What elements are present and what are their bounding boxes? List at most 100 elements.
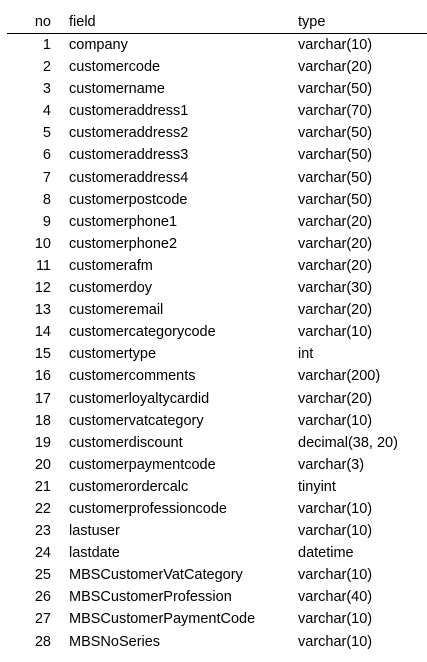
table-row: 5 customeraddress2 varchar(50) <box>7 122 427 144</box>
cell-no: 20 <box>34 456 51 473</box>
cell-no: 4 <box>42 103 51 120</box>
cell-field: MBSCustomerProfession <box>69 589 232 606</box>
cell-no: 28 <box>34 633 51 650</box>
cell-type: varchar(50) <box>298 169 373 186</box>
table-body: 1 company varchar(10) 2 customercode varchar(… <box>7 34 427 653</box>
cell-type: int <box>298 346 314 363</box>
cell-type: varchar(10) <box>298 523 373 540</box>
cell-type: varchar(10) <box>298 324 373 341</box>
cell-no: 9 <box>42 213 51 230</box>
cell-no: 6 <box>42 147 51 164</box>
column-header-type: type <box>298 11 427 34</box>
cell-type: varchar(10) <box>298 37 373 53</box>
cell-field: customerprofessioncode <box>69 500 227 517</box>
cell-field: MBSNoSeries <box>69 633 161 650</box>
cell-no: 14 <box>34 324 51 341</box>
cell-no: 16 <box>34 368 51 385</box>
cell-no: 27 <box>34 611 51 628</box>
cell-no: 1 <box>42 37 51 53</box>
cell-no: 13 <box>34 302 51 319</box>
cell-field: customerpostcode <box>69 191 188 208</box>
cell-no: 24 <box>34 545 51 562</box>
cell-no: 25 <box>34 567 51 584</box>
cell-field: MBSCustomerPaymentCode <box>69 611 256 628</box>
cell-no: 10 <box>34 235 51 252</box>
table-row: 13 customeremail varchar(20) <box>7 299 427 321</box>
table-row: 3 customername varchar(50) <box>7 78 427 100</box>
cell-no: 19 <box>34 434 51 451</box>
cell-type: varchar(20) <box>298 302 373 319</box>
cell-no: 3 <box>42 81 51 98</box>
cell-no: 15 <box>34 346 51 363</box>
cell-type: varchar(10) <box>298 567 373 584</box>
cell-field: customeremail <box>69 302 164 319</box>
cell-field: customerdoy <box>69 280 153 297</box>
cell-type: varchar(50) <box>298 191 373 208</box>
cell-type: varchar(200) <box>298 368 381 385</box>
cell-type: varchar(10) <box>298 500 373 517</box>
table-row: 14 customercategorycode varchar(10) <box>7 321 427 343</box>
table-row: 11 customerafm varchar(20) <box>7 255 427 277</box>
cell-no: 18 <box>34 412 51 429</box>
table-row: 21 customerordercalc tinyint <box>7 476 427 498</box>
cell-no: 23 <box>34 523 51 540</box>
column-header-no: no <box>7 11 51 34</box>
cell-no: 21 <box>34 478 51 495</box>
table-row: 9 customerphone1 varchar(20) <box>7 211 427 233</box>
cell-field: customercomments <box>69 368 196 385</box>
table-row: 6 customeraddress3 varchar(50) <box>7 144 427 166</box>
cell-no: 7 <box>42 169 51 186</box>
cell-field: customerordercalc <box>69 478 189 495</box>
cell-field: customeraddress2 <box>69 125 189 142</box>
cell-field: lastdate <box>69 545 120 562</box>
cell-field: customertype <box>69 346 157 363</box>
cell-field: company <box>69 37 128 53</box>
cell-type: varchar(50) <box>298 81 373 98</box>
cell-field: customername <box>69 81 165 98</box>
cell-no: 8 <box>42 191 51 208</box>
cell-type: varchar(30) <box>298 280 373 297</box>
cell-type: varchar(50) <box>298 147 373 164</box>
table-header-row: no field type <box>7 11 427 34</box>
cell-field: customerphone1 <box>69 213 178 230</box>
cell-no: 11 <box>35 257 51 274</box>
cell-type: decimal(38, 20) <box>298 434 398 451</box>
cell-field: customervatcategory <box>69 412 204 429</box>
cell-field: customeraddress1 <box>69 103 189 120</box>
cell-type: tinyint <box>298 478 336 495</box>
cell-field: customerafm <box>69 257 153 274</box>
cell-type: varchar(70) <box>298 103 373 120</box>
cell-no: 22 <box>34 500 51 517</box>
cell-field: customerpaymentcode <box>69 456 216 473</box>
cell-field: customerloyaltycardid <box>69 390 210 407</box>
cell-field: customerdiscount <box>69 434 183 451</box>
cell-type: varchar(20) <box>298 257 373 274</box>
table-row: 8 customerpostcode varchar(50) <box>7 189 427 211</box>
cell-type: varchar(20) <box>298 213 373 230</box>
cell-type: varchar(20) <box>298 390 373 407</box>
cell-field: customercategorycode <box>69 324 216 341</box>
cell-no: 2 <box>42 59 51 76</box>
cell-type: datetime <box>298 545 354 562</box>
table-row: 24 lastdate datetime <box>7 542 427 564</box>
cell-type: varchar(20) <box>298 59 373 76</box>
table-row: 22 customerprofessioncode varchar(10) <box>7 498 427 520</box>
cell-field: customerphone2 <box>69 235 178 252</box>
table-row: 12 customerdoy varchar(30) <box>7 277 427 299</box>
cell-no: 5 <box>42 125 51 142</box>
cell-type: varchar(40) <box>298 589 373 606</box>
table-row: 19 customerdiscount decimal(38, 20) <box>7 432 427 454</box>
cell-field: customeraddress3 <box>69 147 189 164</box>
cell-field: customercode <box>69 59 161 76</box>
cell-no: 12 <box>34 280 51 297</box>
table-row: 4 customeraddress1 varchar(70) <box>7 100 427 122</box>
cell-type: varchar(50) <box>298 125 373 142</box>
